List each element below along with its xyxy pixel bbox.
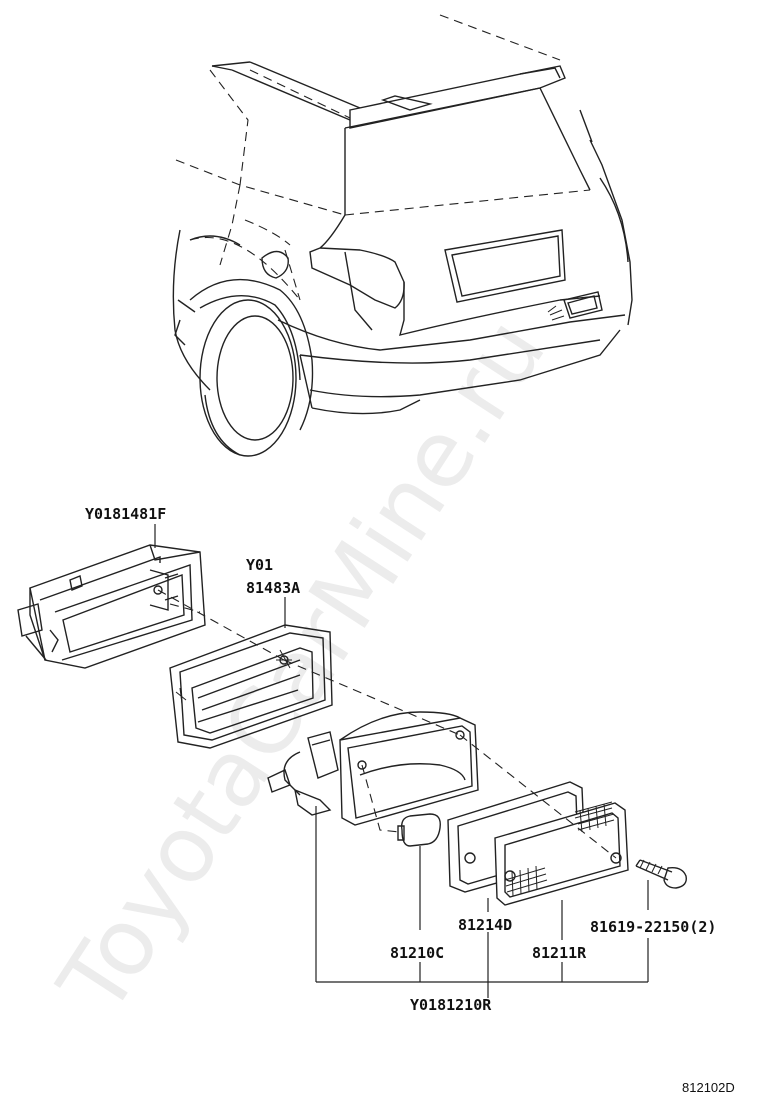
label-screw: 81619-22150(2) xyxy=(590,918,716,936)
housing-frame xyxy=(17,544,206,669)
label-seal: 81214D xyxy=(458,916,512,934)
lens xyxy=(494,801,629,906)
lamp-body xyxy=(267,711,479,826)
label-gasket-prefix: Y01 xyxy=(246,556,273,574)
bulb xyxy=(397,813,441,847)
car-lamp-location xyxy=(547,291,603,321)
screw xyxy=(635,859,687,889)
leader-lines xyxy=(154,524,649,998)
label-lamp-assembly: Y0181210R xyxy=(410,996,492,1014)
label-housing: Y0181481F xyxy=(85,505,166,523)
guide-line-3 xyxy=(459,734,617,859)
label-bulb: 81210C xyxy=(390,944,444,962)
label-lens: 81211R xyxy=(532,944,587,962)
car-rear-illustration xyxy=(172,14,633,457)
figure-reference: 812102D xyxy=(682,1080,735,1095)
label-gasket: 81483A xyxy=(246,579,300,597)
guide-line-1 xyxy=(157,589,285,661)
guide-line-4 xyxy=(169,603,201,613)
guide-line-2 xyxy=(283,659,461,736)
guide-line-5 xyxy=(361,764,401,833)
